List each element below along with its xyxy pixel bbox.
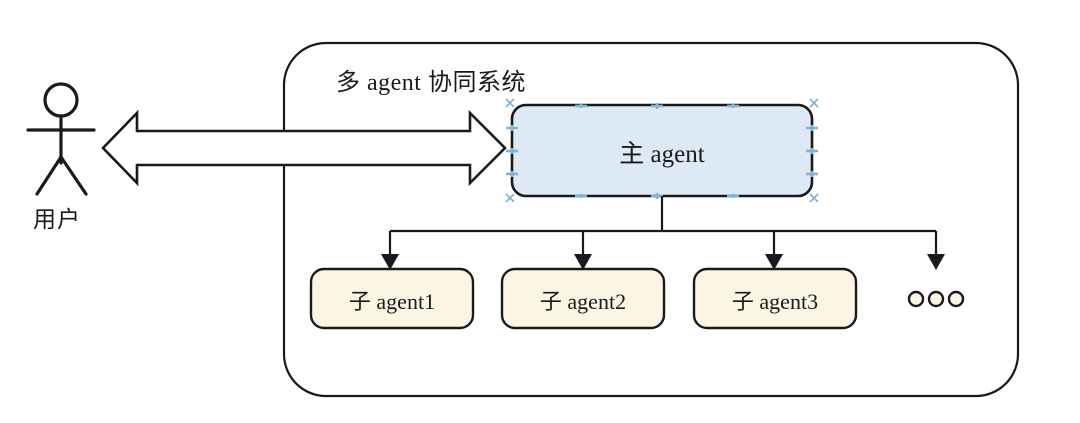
child-agent-label-2: 子 agent3 [731,289,819,314]
arrowhead-child-1 [574,254,592,270]
ellipsis-circle-1 [907,290,925,308]
user-head-icon [43,82,79,118]
child-agent-box-0[interactable] [309,267,475,330]
user-right-leg-line [59,155,88,196]
system-container-title: 多 agent 协同系统 [336,70,526,96]
connector-arrowheads [381,254,945,270]
child-agent-label-0: 子 agent1 [348,289,436,314]
handle-corner-top-left[interactable] [505,98,515,108]
arrowhead-child-0 [381,254,399,270]
handle-corner-top-right[interactable] [809,98,819,108]
child-agent-box-1[interactable] [500,267,666,330]
user-actor-label: 用户 [33,207,81,232]
handle-corner-bottom-left[interactable] [505,193,515,203]
main-agent-label: 主 agent [619,141,705,168]
arrowhead-ellipsis [927,254,945,270]
more-agents-ellipsis-icon [907,290,965,308]
handle-edge-left[interactable] [506,125,518,177]
handle-corner-bottom-right[interactable] [809,193,819,203]
user-system-bidirectional-arrow[interactable] [101,109,507,187]
child-agent-label-1: 子 agent2 [539,289,627,314]
user-left-leg-line [35,155,63,196]
ellipsis-circle-2 [927,290,945,308]
handle-edge-right[interactable] [806,125,818,177]
ellipsis-circle-3 [947,290,965,308]
user-actor-icon [26,82,96,196]
child-agent-box-2[interactable] [692,267,858,330]
handle-edge-top[interactable] [575,103,739,109]
handle-edge-bottom[interactable] [575,193,739,199]
arrowhead-child-2 [765,254,783,270]
main-agent-selection-handles[interactable] [505,98,819,203]
agent-tree-connector [388,196,938,258]
